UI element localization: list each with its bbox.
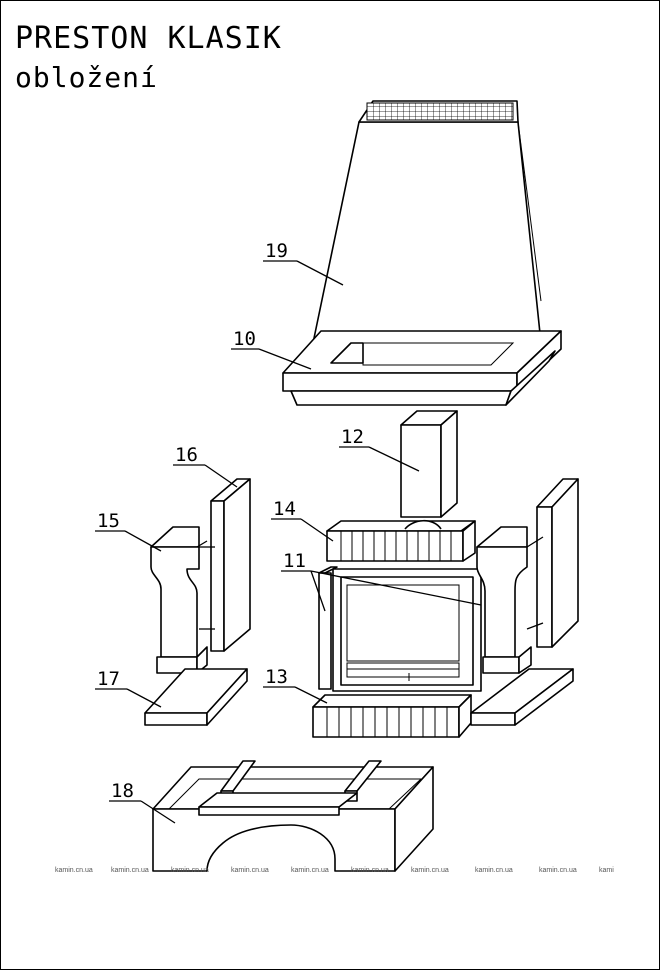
label-16: 16 [175,444,198,466]
label-13: 13 [265,666,288,688]
watermark: kamin.cn.ua [55,867,93,874]
watermark: kamin.cn.ua [291,867,329,874]
watermark: kamin.cn.ua [231,867,269,874]
watermark: kamin.cn.ua [475,867,513,874]
part-18-base [152,760,434,872]
label-15: 15 [97,510,120,532]
part-14-top-band [326,519,476,562]
right-side-panel [526,478,579,648]
part-15-left-column [150,526,215,674]
watermark: kamin.cn.ua [171,867,209,874]
label-17: 17 [97,668,120,690]
right-column [476,526,532,674]
label-11: 11 [283,550,306,572]
part-12-flue-cover [400,410,458,518]
watermark: kamin.cn.ua [411,867,449,874]
label-14: 14 [273,498,296,520]
part-numbers: 19 10 12 16 15 14 11 17 13 18 [97,240,364,802]
label-18: 18 [111,780,134,802]
watermark: kamin.cn.ua [539,867,577,874]
label-12: 12 [341,426,364,448]
part-19-hood [312,100,542,344]
right-plinth [470,668,574,726]
label-10: 10 [233,328,256,350]
part-11-fireplace-insert [318,566,482,692]
part-17-left-plinth [144,668,248,726]
part-13-bottom-band [312,694,472,738]
watermark: kamin.cn.ua [111,867,149,874]
leader-lines [95,260,482,824]
diagram-subtitle: obložení [15,61,158,94]
label-19: 19 [265,240,288,262]
part-16-left-side-panel [210,478,251,652]
watermark-row: kamin.cn.ua kamin.cn.ua kamin.cn.ua kami… [55,867,614,874]
watermark: kamin.cn.ua [351,867,389,874]
watermark: kami [599,867,614,874]
diagram-title: PRESTON KLASIK [15,21,282,56]
part-10-mantel [282,330,562,406]
